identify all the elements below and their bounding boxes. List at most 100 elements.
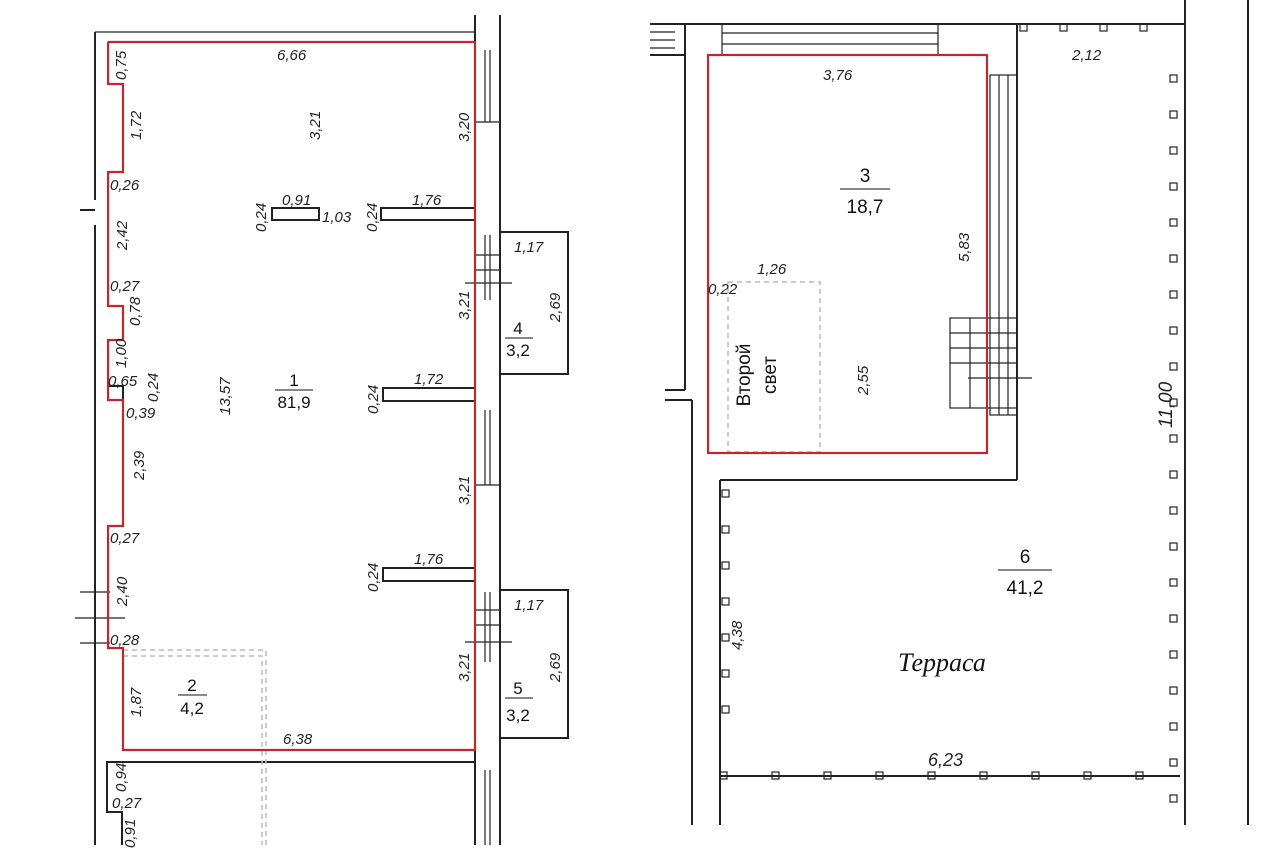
dim-left: 0,27 — [110, 530, 140, 547]
dim-bottom: 6,38 — [283, 731, 313, 748]
svg-text:5: 5 — [513, 679, 522, 698]
railing-post — [721, 561, 730, 570]
railing-post — [721, 669, 730, 678]
svg-text:4: 4 — [513, 319, 522, 338]
railing-post — [1169, 470, 1178, 479]
railing-post — [1169, 290, 1178, 299]
dim-wall: 1,72 — [414, 371, 444, 388]
railing-post — [875, 771, 884, 780]
dim-top: 6,66 — [277, 47, 307, 64]
dim-left: 2,40 — [114, 576, 131, 607]
dim-left: 0,28 — [110, 632, 140, 649]
dim-left: 1,72 — [128, 110, 145, 140]
dim-wall: 0,24 — [365, 563, 382, 592]
dim-wall: 1,76 — [412, 192, 442, 209]
railing-post — [1169, 794, 1178, 803]
svg-text:41,2: 41,2 — [1007, 578, 1044, 599]
dim-wall: 0,24 — [364, 203, 381, 232]
railing-post — [1169, 578, 1178, 587]
svg-text:81,9: 81,9 — [277, 393, 310, 412]
railing-post — [1169, 722, 1178, 731]
apartment-outline — [106, 40, 477, 752]
railing-post — [721, 525, 730, 534]
dim-left: 0,27 — [110, 278, 140, 295]
railing-post — [927, 771, 936, 780]
railing-post — [1169, 326, 1178, 335]
svg-text:4,2: 4,2 — [180, 699, 204, 718]
room-label-1: 1 81,9 — [275, 371, 313, 412]
railing-post — [1139, 23, 1148, 32]
railing-post — [1169, 218, 1178, 227]
dim-column: 0,91 — [282, 192, 311, 209]
room-label-5: 5 3,2 — [505, 679, 533, 725]
railing-post — [1169, 758, 1178, 767]
railing-post — [823, 771, 832, 780]
railing-post — [1059, 23, 1068, 32]
dim-left: 0,24 — [145, 373, 162, 402]
dim-left: 0,26 — [110, 177, 140, 194]
svg-text:2: 2 — [187, 676, 196, 695]
dim-balcony: 2,69 — [547, 292, 564, 323]
dim-left: 2,39 — [131, 450, 148, 481]
railing-post — [1099, 23, 1108, 32]
svg-text:свет: свет — [760, 356, 781, 394]
railing-post — [979, 771, 988, 780]
railing-post — [771, 771, 780, 780]
railing-post — [1169, 686, 1178, 695]
room-label-2: 2 4,2 — [178, 676, 207, 718]
railing-post — [1019, 23, 1028, 32]
railing-post — [721, 489, 730, 498]
dim-void-offset: 0,22 — [708, 281, 738, 298]
svg-text:18,7: 18,7 — [847, 197, 884, 218]
dim-left: 0,94 — [113, 763, 130, 792]
svg-text:6: 6 — [1020, 547, 1031, 568]
dim-left: 0,78 — [127, 296, 144, 326]
dim-column: 0,24 — [253, 203, 270, 232]
railing-post — [1169, 74, 1178, 83]
svg-text:3,2: 3,2 — [506, 706, 530, 725]
room-label-4: 4 3,2 — [505, 319, 533, 360]
dim-wall: 0,24 — [365, 385, 382, 414]
railing-post — [1169, 434, 1178, 443]
railing-post — [1169, 542, 1178, 551]
railing-post — [721, 597, 730, 606]
railing-post — [1169, 254, 1178, 263]
railing-post — [1135, 771, 1144, 780]
railing-post — [1169, 650, 1178, 659]
railing-post — [1169, 614, 1178, 623]
dim-column: 1,03 — [322, 209, 352, 226]
dim-void-width: 1,26 — [757, 261, 787, 278]
dim-balcony: 2,69 — [547, 652, 564, 683]
room-3-outline — [706, 53, 989, 455]
railing-post — [1169, 398, 1178, 407]
second-light-label: Второй свет — [734, 344, 781, 407]
room-label-3: 3 18,7 — [840, 166, 890, 218]
dim-corner: 2,12 — [1071, 47, 1102, 64]
dim-left: 2,42 — [114, 220, 131, 251]
railing-post — [721, 705, 730, 714]
railing-post — [1169, 506, 1178, 515]
railing-post — [1169, 110, 1178, 119]
dim-center-v: 3,21 — [307, 111, 324, 140]
dim-right-1: 3,20 — [456, 112, 473, 142]
right-plan-walls — [650, 0, 1249, 825]
dim-left: 1,00 — [113, 338, 130, 368]
dim-left: 0,39 — [126, 405, 156, 422]
dim-right-3: 3,21 — [456, 476, 473, 505]
room-label-6: 6 41,2 — [998, 547, 1052, 599]
svg-text:Второй: Второй — [734, 344, 755, 407]
dim-total-height: 13,57 — [217, 377, 234, 415]
dim-left: 0,65 — [108, 373, 138, 390]
railing-post — [1169, 182, 1178, 191]
dim-left: 0,75 — [113, 50, 130, 80]
railing-post — [1169, 146, 1178, 155]
dim-top: 3,76 — [823, 67, 853, 84]
terrace-label: Терраса — [898, 648, 986, 677]
railing-post — [1031, 771, 1040, 780]
dim-balcony: 1,17 — [514, 597, 544, 614]
dim-terrace-bottom: 6,23 — [928, 750, 963, 770]
dim-terrace-left: 4,38 — [729, 620, 746, 650]
dim-right: 5,83 — [956, 232, 973, 262]
railing-post — [719, 771, 728, 780]
dim-left: 1,87 — [128, 687, 145, 717]
